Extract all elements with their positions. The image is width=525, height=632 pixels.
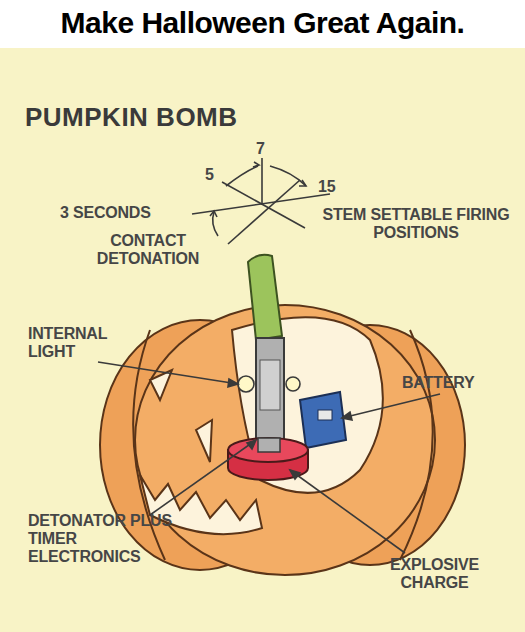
diagram-title: PUMPKIN BOMB	[25, 102, 355, 133]
arrow-head	[290, 470, 300, 479]
dial-line	[222, 182, 305, 228]
dial-arc	[270, 166, 306, 186]
dial-line	[261, 158, 263, 205]
callout-label: 15	[318, 178, 348, 196]
pumpkin-stem	[248, 255, 282, 340]
dial-line	[228, 180, 300, 244]
callout-label: CONTACT DETONATION	[82, 232, 214, 268]
arrow-head	[210, 211, 217, 217]
pumpkin-rib	[400, 330, 433, 560]
leader-line	[290, 470, 405, 553]
timer-rod-detail	[260, 360, 280, 410]
callout-label: INTERNAL LIGHT	[28, 325, 138, 361]
callout-label: EXPLOSIVE CHARGE	[362, 556, 507, 592]
battery-symbol	[300, 392, 346, 448]
callout-label: DETONATOR PLUS TIMER ELECTRONICS	[28, 512, 178, 566]
leader-line	[342, 394, 440, 418]
comic-panel	[0, 48, 525, 632]
callout-label: BATTERY	[402, 374, 512, 392]
timer-rod-base	[258, 438, 280, 452]
callout-label: 7	[256, 140, 276, 158]
explosive-charge-top	[228, 438, 308, 462]
callout-label: STEM SETTABLE FIRING POSITIONS	[316, 206, 516, 242]
battery-contact	[318, 410, 332, 420]
arrow-head	[247, 440, 256, 449]
leader-line	[150, 440, 256, 515]
timer-rod	[256, 338, 284, 446]
light-bulb	[238, 376, 254, 392]
arrow-head	[253, 162, 259, 167]
dial-arc	[226, 166, 258, 186]
stem-dial	[192, 158, 330, 244]
callout-label: 5	[205, 166, 225, 184]
arrow-head	[342, 412, 352, 420]
leader-line	[98, 362, 238, 384]
pumpkin-eye	[150, 370, 172, 400]
light-bulb	[286, 377, 300, 391]
pumpkin-lobe	[135, 305, 435, 575]
dial-arc	[213, 212, 218, 236]
meme-caption: Make Halloween Great Again.	[0, 6, 525, 40]
pumpkin-eye	[196, 420, 212, 462]
callout-label: 3 SECONDS	[60, 204, 195, 222]
pumpkin-body	[100, 305, 465, 575]
arrow-head	[228, 379, 238, 387]
arrow-head	[299, 180, 306, 186]
